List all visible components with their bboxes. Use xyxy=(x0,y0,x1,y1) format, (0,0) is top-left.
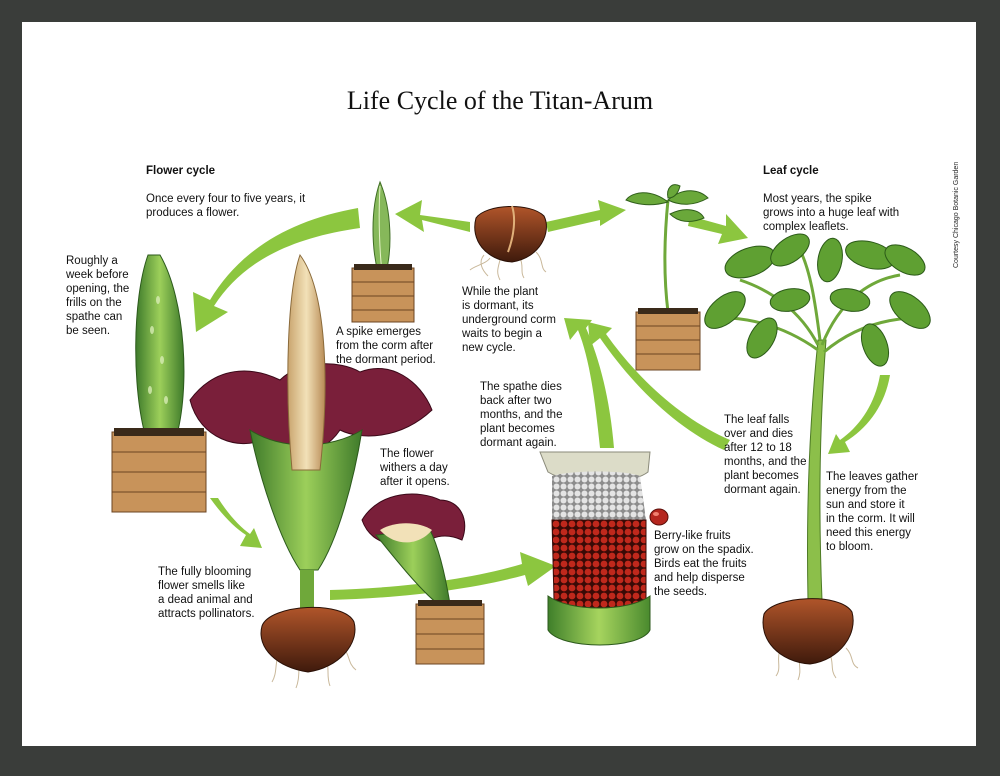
bud-in-crate xyxy=(111,254,207,513)
flower-cycle-heading: Flower cycle xyxy=(146,165,216,177)
flower-cycle-block: Flower cycle Once every four to five yea… xyxy=(146,150,346,220)
caption-spathe-dies: The spathe dies back after two months, a… xyxy=(480,381,563,449)
cycle-arrows xyxy=(193,200,890,600)
arrow-withered-to-spadix xyxy=(330,552,556,600)
caption-gather: The leaves gather energy from the sun an… xyxy=(826,471,919,553)
caption-berries: Berry-like fruits grow on the spadix. Bi… xyxy=(654,530,754,598)
arrow-corm-to-spike xyxy=(395,200,470,232)
credit-line: Courtesy Chicago Botanic Garden xyxy=(953,161,960,268)
arrow-to-big-leaf xyxy=(688,214,748,244)
arrow-to-blooming xyxy=(210,498,262,548)
arrow-to-frills xyxy=(193,208,360,332)
seedling-in-pot xyxy=(625,184,709,371)
leaf-cycle-text: Most years, the spike grows into a huge … xyxy=(763,193,900,233)
full-bloom-flower xyxy=(189,253,433,689)
arrow-leaf-to-dormant xyxy=(588,322,730,450)
withered-flower-in-crate xyxy=(361,493,485,665)
leaf-cycle-heading: Leaf cycle xyxy=(763,165,819,177)
arrow-corm-to-leaf xyxy=(546,200,626,232)
spadix-with-fruits xyxy=(539,451,669,646)
arrow-leaves-to-corm xyxy=(828,375,890,454)
caption-blooming: The fully blooming flower smells like a … xyxy=(158,566,255,620)
caption-spike: A spike emerges from the corm after the … xyxy=(336,326,436,366)
caption-frills: Roughly a week before opening, the frill… xyxy=(66,255,130,337)
leaf-cycle-block: Leaf cycle Most years, the spike grows i… xyxy=(763,150,948,234)
caption-leaf-falls: The leaf falls over and dies after 12 to… xyxy=(724,414,807,496)
dormant-corm xyxy=(469,205,547,281)
big-leaf-plant xyxy=(704,233,931,681)
page-title: Life Cycle of the Titan-Arum xyxy=(346,86,654,115)
arrow-spadix-to-dormant xyxy=(564,318,614,448)
caption-withers: The flower withers a day after it opens. xyxy=(380,448,450,488)
caption-dormant: While the plant is dormant, its undergro… xyxy=(462,286,556,354)
flower-cycle-text: Once every four to five years, it produc… xyxy=(146,193,306,219)
spike-in-pot xyxy=(351,180,415,323)
